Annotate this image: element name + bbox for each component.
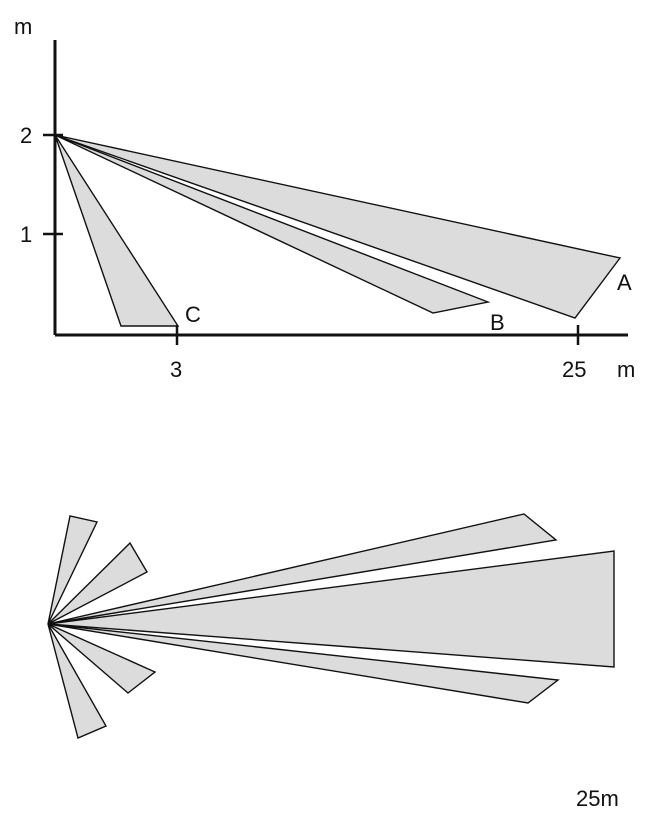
top-view-range-label: 25m xyxy=(576,786,619,811)
top-beam-long-center xyxy=(47,550,615,668)
x-axis-unit: m xyxy=(617,357,635,382)
side-view: m 2 1 3 25 m A B C xyxy=(14,14,635,382)
top-beam-short-down-1 xyxy=(47,623,107,739)
zone-label-c: C xyxy=(185,302,201,327)
x-tick-label-25: 25 xyxy=(562,357,586,382)
x-tick-label-3: 3 xyxy=(170,357,182,382)
zone-c-beam xyxy=(54,134,180,327)
zone-label-b: B xyxy=(490,310,505,335)
top-beam-short-down-2 xyxy=(47,623,157,694)
zone-a-beam xyxy=(54,134,622,319)
top-beam-long-upper xyxy=(47,513,558,625)
zone-label-a: A xyxy=(617,270,632,295)
zone-b-beam xyxy=(54,134,491,314)
top-view: 25m xyxy=(47,513,619,811)
y-tick-label-2: 2 xyxy=(20,123,32,148)
top-beam-short-up-1 xyxy=(47,515,99,625)
top-beam-long-lower xyxy=(47,623,560,704)
top-beam-short-up-2 xyxy=(47,541,148,625)
y-tick-label-1: 1 xyxy=(20,222,32,247)
y-axis-unit: m xyxy=(14,14,32,39)
